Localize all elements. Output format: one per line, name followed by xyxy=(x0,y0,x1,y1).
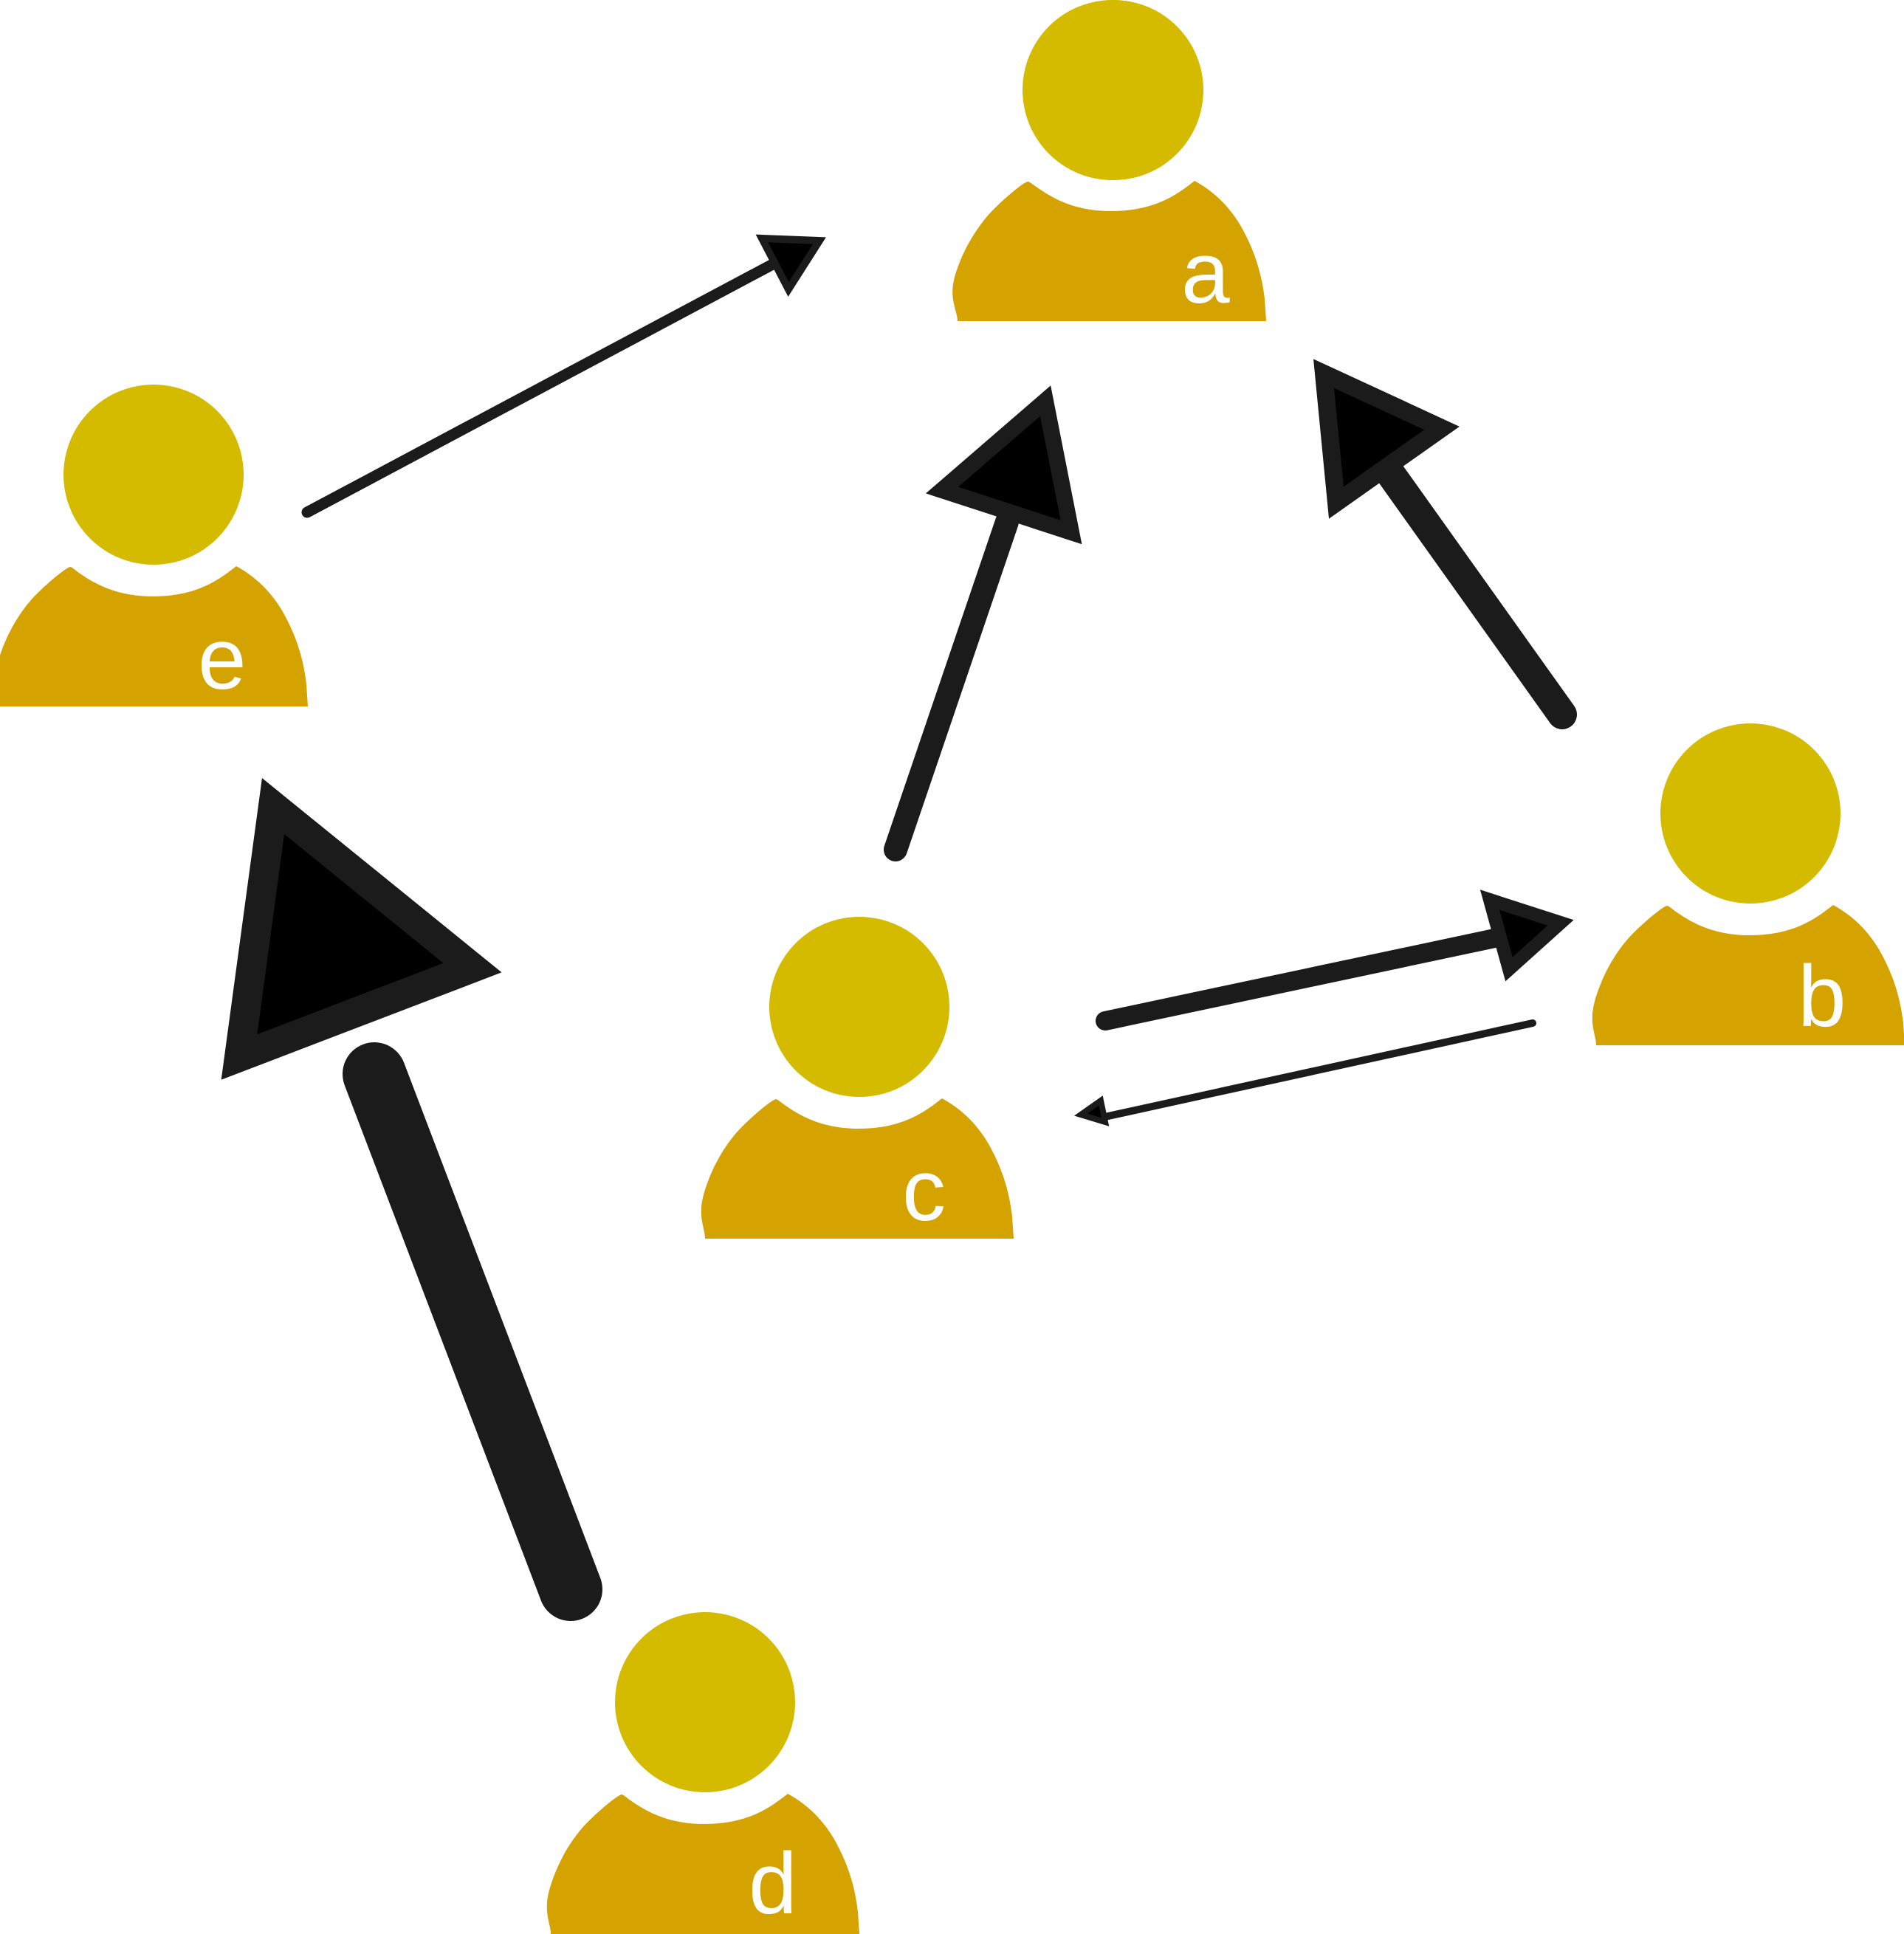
arrowhead-icon xyxy=(1479,889,1574,982)
arrowhead-icon xyxy=(926,385,1082,545)
edge-c-to-b xyxy=(1096,889,1574,1030)
person-head-icon xyxy=(1660,723,1841,904)
edge-d-to-e xyxy=(221,778,602,1621)
person-shoulders xyxy=(0,566,308,706)
arrow-shaft xyxy=(343,1042,602,1621)
node-label: b xyxy=(1798,948,1846,1045)
person-head-icon xyxy=(63,385,244,565)
node-d-figure: d xyxy=(546,1612,859,1934)
node-b-figure: b xyxy=(1592,723,1904,1045)
node-e-figure: e xyxy=(0,385,308,708)
arrowhead-icon xyxy=(755,234,826,297)
node-c-figure: c xyxy=(701,917,1014,1239)
edge-b-to-a xyxy=(1313,359,1577,729)
node-label: c xyxy=(902,1142,946,1239)
person-shoulders xyxy=(1592,905,1904,1045)
node-label: d xyxy=(749,1835,797,1933)
arrowhead-icon xyxy=(1073,1095,1110,1126)
person-head-icon xyxy=(615,1612,795,1792)
person-shoulders xyxy=(701,1098,1014,1239)
node-a-figure: a xyxy=(952,0,1266,322)
arrow-shaft xyxy=(884,510,1019,861)
arrow-shaft xyxy=(1372,453,1577,729)
node-label: e xyxy=(198,610,247,708)
arrow-shaft xyxy=(1096,927,1511,1030)
arrow-shaft xyxy=(1098,1019,1536,1121)
person-head-icon xyxy=(769,917,949,1097)
edge-b-to-c xyxy=(1073,1019,1536,1126)
edge-e-to-a xyxy=(301,234,826,518)
arrow-shaft xyxy=(301,255,786,518)
edge-c-to-a xyxy=(884,385,1082,861)
person-head-icon xyxy=(1023,0,1203,180)
node-label: a xyxy=(1181,224,1230,322)
arrowhead-icon xyxy=(1313,359,1460,519)
person-shoulders xyxy=(952,181,1266,321)
arrowhead-icon xyxy=(221,778,502,1080)
person-shoulders xyxy=(546,1794,859,1934)
